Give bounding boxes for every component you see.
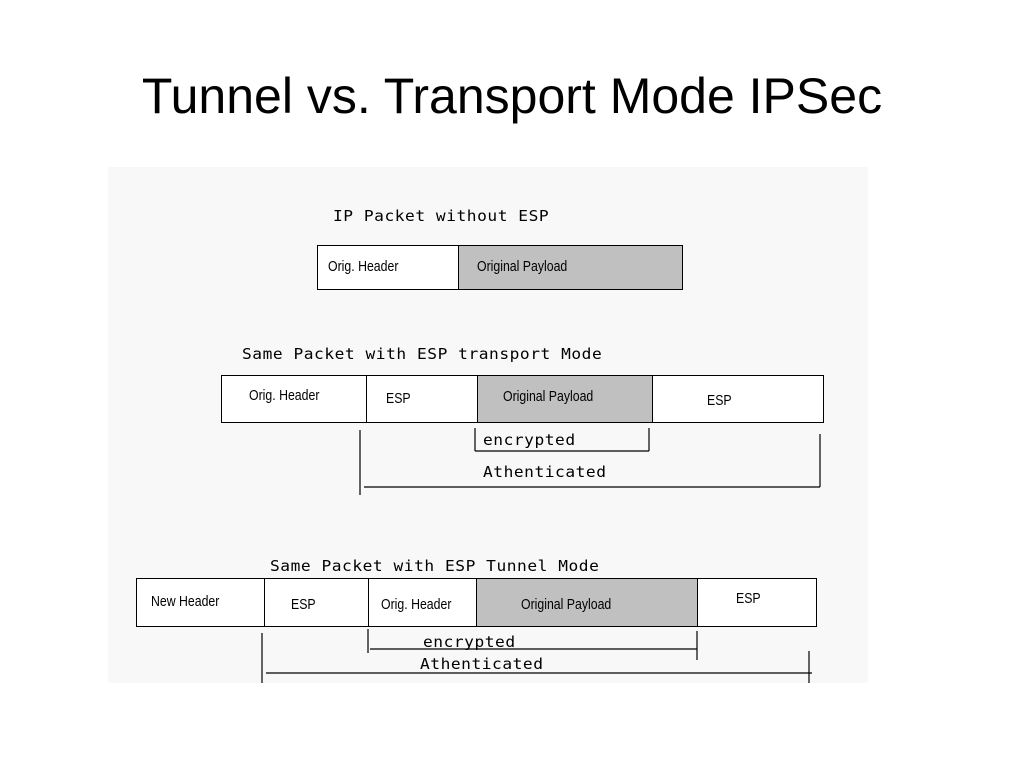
field-original-payload-label: Original Payload xyxy=(503,388,594,405)
label-encrypted-transport: encrypted xyxy=(483,431,576,449)
field-original-payload-label: Original Payload xyxy=(521,596,612,613)
field-orig-header: Orig. Header xyxy=(222,376,367,422)
field-orig-header-label: Orig. Header xyxy=(381,596,452,613)
packet-esp-tunnel: New Header ESP Orig. Header Original Pay… xyxy=(136,578,817,627)
label-encrypted-tunnel: encrypted xyxy=(423,633,516,651)
caption-ip-packet-without-esp: IP Packet without ESP xyxy=(333,207,550,225)
field-esp-header: ESP xyxy=(265,579,369,626)
field-esp-header-label: ESP xyxy=(291,596,316,613)
field-orig-header-label: Orig. Header xyxy=(249,387,320,404)
field-esp-trailer-label: ESP xyxy=(736,590,761,607)
field-original-payload: Original Payload xyxy=(478,376,653,422)
encrypted-bracket-transport xyxy=(474,428,650,452)
packet-esp-transport: Orig. Header ESP Original Payload ESP xyxy=(221,375,824,423)
field-esp-trailer-label: ESP xyxy=(707,392,732,409)
field-original-payload: Original Payload xyxy=(458,246,682,289)
authenticated-bracket-tunnel xyxy=(261,633,812,683)
field-original-payload: Original Payload xyxy=(477,579,698,626)
field-original-payload-label: Original Payload xyxy=(476,258,567,275)
bracket-lines xyxy=(261,428,821,683)
ipsec-diagram: IP Packet without ESP Orig. Header Origi… xyxy=(108,167,868,683)
label-authenticated-tunnel: Athenticated xyxy=(420,655,544,673)
field-new-header-label: New Header xyxy=(151,593,220,610)
encrypted-bracket-tunnel xyxy=(367,629,698,660)
caption-esp-tunnel-mode: Same Packet with ESP Tunnel Mode xyxy=(270,557,600,575)
field-esp-header: ESP xyxy=(367,376,478,422)
label-authenticated-transport: Athenticated xyxy=(483,463,607,481)
field-esp-trailer: ESP xyxy=(653,376,823,422)
packet-without-esp: Orig. Header Original Payload xyxy=(317,245,683,290)
field-orig-header: Orig. Header xyxy=(318,246,459,289)
field-new-header: New Header xyxy=(137,579,265,626)
field-orig-header: Orig. Header xyxy=(369,579,477,626)
field-esp-header-label: ESP xyxy=(386,390,411,407)
caption-esp-transport-mode: Same Packet with ESP transport Mode xyxy=(242,345,603,363)
field-orig-header-label: Orig. Header xyxy=(328,258,399,275)
slide-title: Tunnel vs. Transport Mode IPSec xyxy=(141,68,883,124)
field-esp-trailer: ESP xyxy=(698,579,816,626)
authenticated-bracket-transport xyxy=(359,430,821,495)
